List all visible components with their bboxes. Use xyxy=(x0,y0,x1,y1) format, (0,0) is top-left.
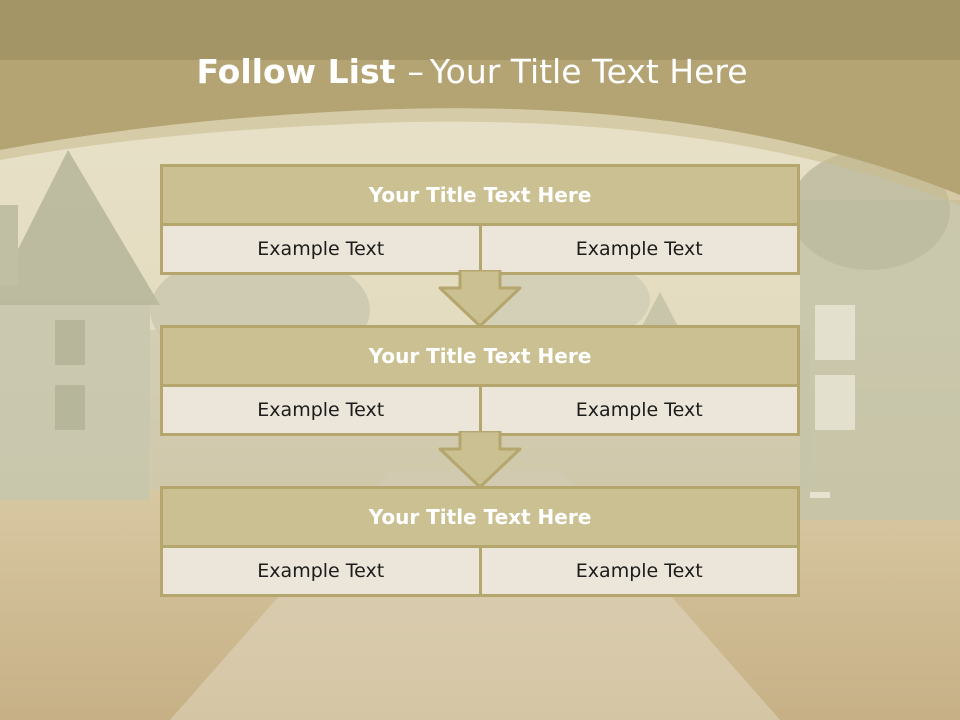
step-2-title: Your Title Text Here xyxy=(163,328,797,387)
step-3-left-text: Example Text xyxy=(163,548,479,594)
step-2-cells: Example Text Example Text xyxy=(163,387,797,433)
step-1-left-text: Example Text xyxy=(163,226,479,272)
step-3-right-text: Example Text xyxy=(478,548,797,594)
step-3-cells: Example Text Example Text xyxy=(163,548,797,594)
slide-title: Follow List–Your Title Text Here xyxy=(0,52,944,91)
step-1-cells: Example Text Example Text xyxy=(163,226,797,272)
down-arrow-icon xyxy=(438,270,522,328)
step-2-block: Your Title Text Here Example Text Exampl… xyxy=(160,325,800,436)
step-1-right-text: Example Text xyxy=(478,226,797,272)
title-bold: Follow List xyxy=(196,52,396,91)
step-3-block: Your Title Text Here Example Text Exampl… xyxy=(160,486,800,597)
step-1-block: Your Title Text Here Example Text Exampl… xyxy=(160,164,800,275)
title-rest: Your Title Text Here xyxy=(429,52,748,91)
down-arrow-icon xyxy=(438,431,522,489)
step-3-title: Your Title Text Here xyxy=(163,489,797,548)
step-1-title: Your Title Text Here xyxy=(163,167,797,226)
step-2-right-text: Example Text xyxy=(478,387,797,433)
step-2-left-text: Example Text xyxy=(163,387,479,433)
title-separator: – xyxy=(407,52,424,91)
